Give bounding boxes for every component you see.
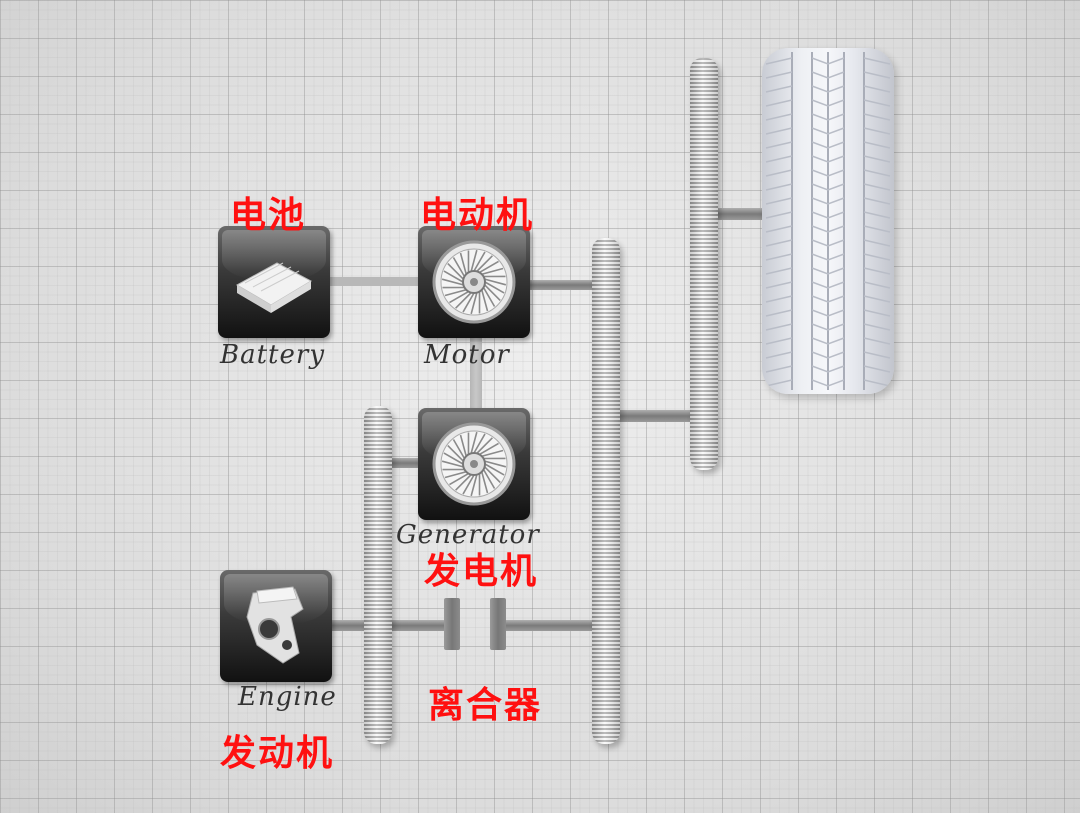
clutch-output-shaft [504,620,594,631]
battery-label: Battery [220,340,326,370]
motor-label-zh: 电动机 [420,195,535,236]
generator-icon [432,422,516,506]
generator-box [418,408,530,520]
battery-motor-link [328,277,420,286]
generator-label: Generator [396,520,540,550]
tire-icon [762,48,894,394]
generator-label-zh: 发电机 [424,551,539,592]
clutch-label-zh: 离合器 [428,685,543,726]
motor-label: Motor [424,340,510,370]
engine-label: Engine [238,682,337,712]
battery-icon [235,262,313,313]
clutch-plate-right [490,598,506,650]
countershaft [615,410,693,422]
engine-label-zh: 发动机 [220,733,335,774]
gear-icon [690,58,718,470]
gear-icon [364,406,392,744]
motor-shaft [530,280,602,290]
generator-shaft [385,458,421,468]
engine-box [220,570,332,682]
engine-shaft [330,620,370,631]
battery-box [218,226,330,338]
motor-icon [432,240,516,324]
motor-box [418,226,530,338]
clutch-input-shaft [388,620,446,631]
gear-icon [592,238,620,744]
motor-generator-link [470,334,482,414]
engine-icon [246,586,304,664]
clutch-plate-left [444,598,460,650]
wheel-axle [714,208,766,220]
battery-label-zh: 电池 [230,195,307,236]
